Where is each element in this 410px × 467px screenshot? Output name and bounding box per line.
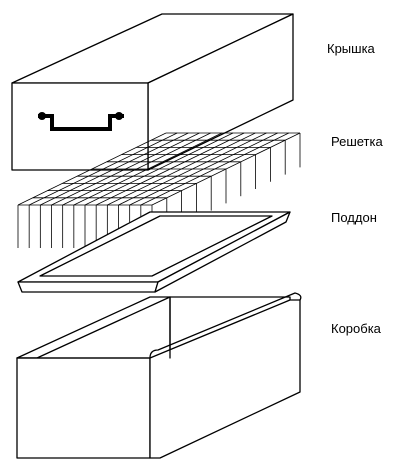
box	[16, 292, 302, 459]
grid-wire	[62, 132, 211, 206]
grid-wire	[51, 132, 200, 206]
tray-front-edge	[17, 281, 159, 293]
grid-wire	[129, 132, 278, 206]
label-box: Коробка	[331, 321, 382, 336]
box-corner-fold	[16, 296, 171, 359]
box-back-left-wall	[16, 296, 171, 359]
grid-wire	[17, 132, 167, 206]
box-top-edge	[149, 292, 302, 359]
lid	[11, 13, 294, 171]
lid-front-face	[11, 82, 149, 171]
label-grid: Решетка	[331, 134, 383, 149]
grid-wire	[28, 132, 178, 206]
tray-side-edge	[154, 211, 291, 293]
grid-wire	[84, 132, 234, 206]
grid-wire	[95, 132, 245, 206]
grid-wire	[140, 132, 290, 206]
tray-inner-rim	[39, 215, 273, 277]
box-left-wall	[16, 357, 151, 459]
handle-icon	[38, 112, 124, 131]
grid-wire	[107, 132, 256, 206]
tray	[17, 211, 291, 293]
box-right-wall	[149, 299, 301, 459]
grid-rack	[17, 132, 301, 248]
grid-wire	[118, 132, 267, 206]
grid-wire	[40, 132, 189, 206]
label-tray: Поддон	[331, 210, 377, 225]
label-lid: Крышка	[327, 41, 376, 56]
grid-wire	[73, 132, 223, 206]
